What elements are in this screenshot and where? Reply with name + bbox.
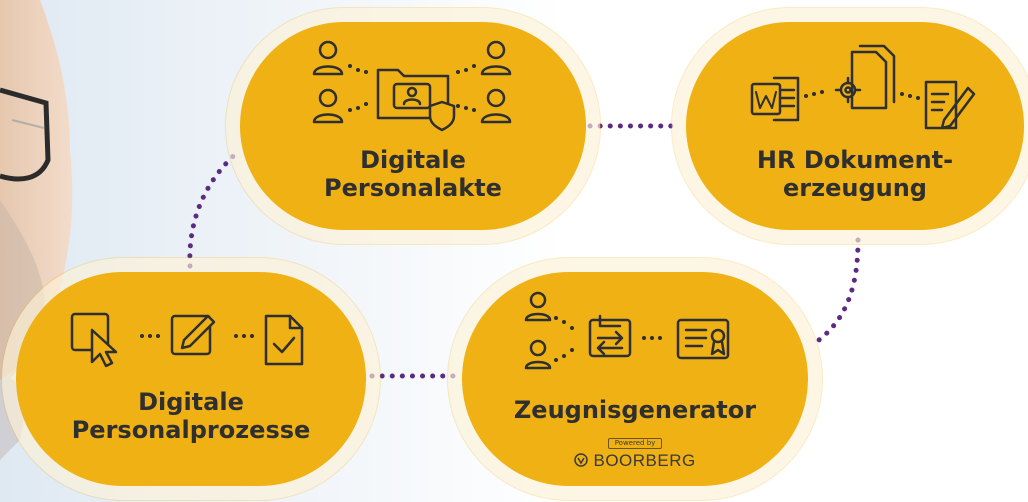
node-label-line1: Digitale (360, 146, 466, 174)
connector-prozesse-akte (187, 147, 243, 269)
cursor-icon (70, 312, 118, 368)
shield-icon (428, 100, 456, 132)
node-label-line1: Zeugnisgenerator (513, 396, 757, 424)
person-icon (312, 88, 344, 124)
dokument-icon-group (750, 44, 976, 130)
node-label: Digitale Personalprozesse (16, 388, 366, 444)
boorberg-logo-icon (574, 453, 588, 467)
node-label-line2: erzeugung (783, 174, 927, 202)
person-icon (312, 40, 344, 76)
node-label: HR Dokument- erzeugung (686, 146, 1024, 202)
node-label-line2: Personalakte (324, 174, 502, 202)
person-icon (524, 339, 552, 370)
node-label-line2: Personalprozesse (71, 416, 311, 444)
node-label: Digitale Personalakte (240, 146, 586, 202)
node-zeugnisgenerator: Zeugnisgenerator Powered by BOORBERG (462, 272, 808, 486)
folder-person-icon (376, 68, 450, 120)
certificate-icon (676, 318, 730, 360)
boorberg-text: BOORBERG (593, 451, 696, 470)
connector-dokument-zeugnis (809, 237, 861, 348)
node-label-line1: Digitale (138, 388, 244, 416)
zeugnis-icon-group (524, 291, 730, 370)
person-icon (480, 40, 512, 76)
node-label-line1: HR Dokument- (756, 146, 954, 174)
prozesse-icon-group (70, 312, 304, 368)
node-personalakte: Digitale Personalakte (240, 22, 586, 230)
node-personalprozesse: Digitale Personalprozesse (16, 272, 366, 486)
boorberg-logo: BOORBERG (462, 451, 808, 471)
node-label: Zeugnisgenerator (462, 396, 808, 424)
person-photo (0, 0, 73, 460)
boorberg-branding: Powered by BOORBERG (462, 430, 808, 471)
doc-edit-icon (924, 80, 976, 130)
gear-docs-icon (834, 44, 896, 110)
node-dokumenterzeugung: HR Dokument- erzeugung (686, 22, 1024, 230)
word-doc-icon (750, 76, 800, 122)
transfer-doc-icon (588, 314, 632, 358)
check-doc-icon (264, 314, 304, 366)
person-icon (480, 88, 512, 124)
pencil-icon (170, 314, 216, 356)
personalakte-icon-group (312, 40, 512, 132)
powered-by-label: Powered by (607, 438, 663, 449)
person-icon (524, 291, 552, 322)
